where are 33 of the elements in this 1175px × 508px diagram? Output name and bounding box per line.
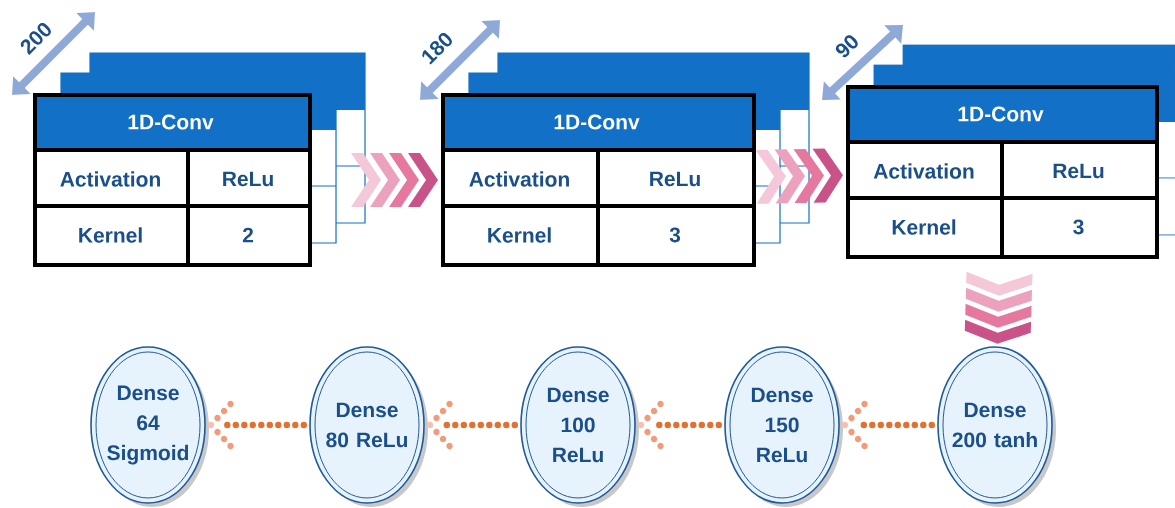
table-cell: ReLu bbox=[650, 171, 700, 187]
dimension-label: 180 bbox=[422, 33, 452, 65]
ellipse-node: Dense 200 tanh bbox=[937, 346, 1056, 507]
chevron-arrow bbox=[755, 148, 843, 204]
table-cell: ReLu bbox=[223, 171, 273, 187]
table-cell: ReLu bbox=[1053, 163, 1104, 179]
table-cell: Activation bbox=[469, 171, 569, 187]
ellipse-node: Dense 150 ReLu bbox=[724, 346, 843, 507]
layer-table bbox=[441, 93, 756, 267]
table-header: 1D-Conv bbox=[554, 114, 640, 130]
table-cell: 3 bbox=[669, 227, 681, 243]
ellipse-node: Dense 80 ReLu bbox=[309, 346, 428, 507]
dotted-arrow bbox=[426, 400, 518, 450]
dotted-arrow bbox=[207, 400, 307, 450]
table-header: 1D-Conv bbox=[958, 106, 1044, 122]
chevron-arrow bbox=[351, 153, 438, 207]
dotted-arrow bbox=[841, 400, 935, 450]
table-cell: 3 bbox=[1073, 219, 1084, 235]
ellipse-node: Dense 64 Sigmoid bbox=[90, 346, 209, 507]
table-cell: Kernel bbox=[488, 227, 551, 243]
table-cell: Kernel bbox=[79, 227, 142, 243]
layer-table bbox=[33, 93, 312, 267]
table-header: 1D-Conv bbox=[128, 114, 214, 130]
dimension-label: 200 bbox=[20, 23, 51, 55]
layer-table bbox=[846, 85, 1159, 259]
table-cell: Activation bbox=[873, 163, 974, 179]
table-cell: Activation bbox=[60, 171, 160, 187]
table-cell: Kernel bbox=[892, 219, 956, 235]
chevron-arrow bbox=[964, 271, 1033, 344]
dimension-label: 90 bbox=[835, 35, 858, 58]
table-cell: 2 bbox=[242, 227, 253, 243]
dotted-arrow bbox=[637, 400, 722, 450]
ellipse-node: Dense 100 ReLu bbox=[520, 346, 639, 507]
